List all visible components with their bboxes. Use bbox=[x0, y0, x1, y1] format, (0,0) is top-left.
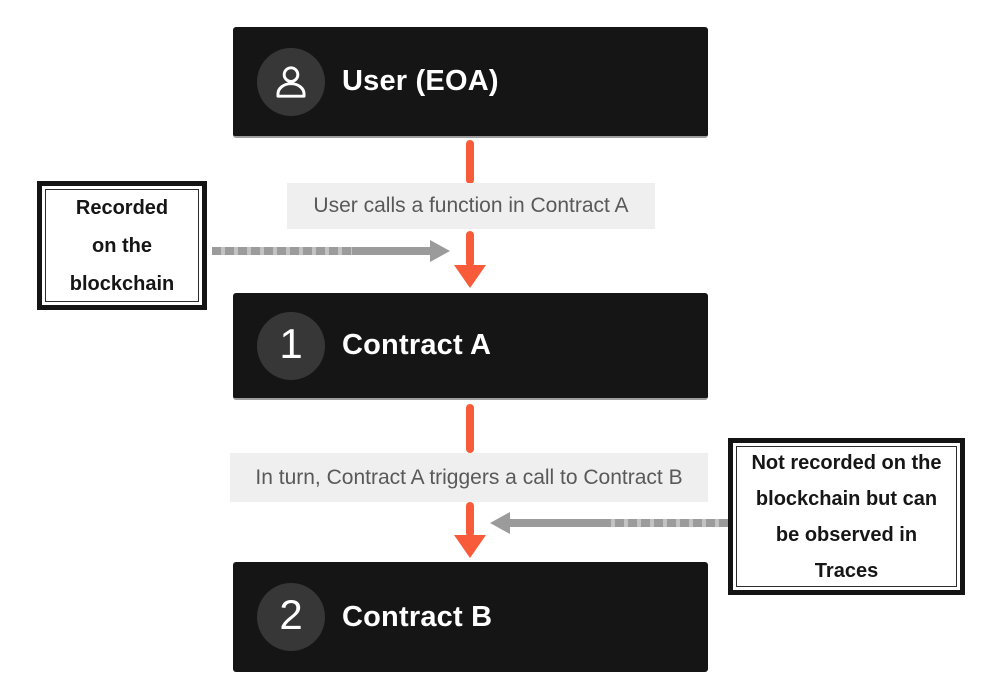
flow-arrow-a-to-b-arrowhead-icon bbox=[454, 535, 486, 558]
flow-arrow-user-to-a-arrowhead-icon bbox=[454, 265, 486, 288]
node-user: User (EOA) bbox=[233, 27, 708, 138]
annotation-line: Not recorded on the bbox=[751, 451, 942, 474]
recorded-annotation-arrowhead-icon bbox=[430, 240, 450, 262]
node-user-title: User (EOA) bbox=[342, 65, 499, 97]
annotation-line: Recorded bbox=[75, 196, 169, 219]
flow-arrow-a-to-b-line-bottom bbox=[466, 502, 474, 537]
traces-annotation-arrow-line-dashed bbox=[602, 519, 728, 527]
node-contract-a: 1 Contract A bbox=[233, 293, 708, 400]
contract-b-number-badge: 2 bbox=[257, 583, 325, 651]
user-icon bbox=[276, 65, 306, 98]
node-contract-a-title: Contract A bbox=[342, 329, 492, 361]
annotation-line: blockchain bbox=[69, 272, 175, 295]
annotation-line: on the bbox=[92, 234, 152, 257]
edge-label-contract-a-triggers: In turn, Contract A triggers a call to C… bbox=[230, 453, 708, 502]
contract-b-number: 2 bbox=[279, 591, 303, 638]
annotation-line: be observed in bbox=[775, 523, 918, 546]
traces-annotation-arrow-line bbox=[510, 519, 602, 527]
user-avatar bbox=[257, 47, 325, 116]
contract-a-number: 1 bbox=[279, 319, 303, 367]
edge-label-user-calls: User calls a function in Contract A bbox=[287, 183, 655, 229]
contract-a-number-badge: 1 bbox=[257, 311, 325, 380]
node-contract-b-title: Contract B bbox=[342, 600, 493, 633]
traces-annotation-arrowhead-icon bbox=[490, 512, 510, 534]
flow-arrow-a-to-b-line-top bbox=[466, 404, 474, 453]
annotation-line: Traces bbox=[814, 559, 879, 582]
flow-arrow-user-to-a-line-top bbox=[466, 140, 474, 184]
annotation-recorded-on-chain: Recorded on the blockchain bbox=[37, 181, 207, 310]
recorded-annotation-arrow-line-dashed bbox=[212, 247, 352, 255]
flow-arrow-user-to-a-line-bottom bbox=[466, 231, 474, 267]
annotation-observed-in-traces: Not recorded on the blockchain but can b… bbox=[728, 438, 965, 595]
annotation-line: blockchain but can bbox=[755, 487, 938, 510]
node-contract-b: 2 Contract B bbox=[233, 562, 708, 672]
recorded-annotation-arrow-line bbox=[352, 247, 430, 255]
